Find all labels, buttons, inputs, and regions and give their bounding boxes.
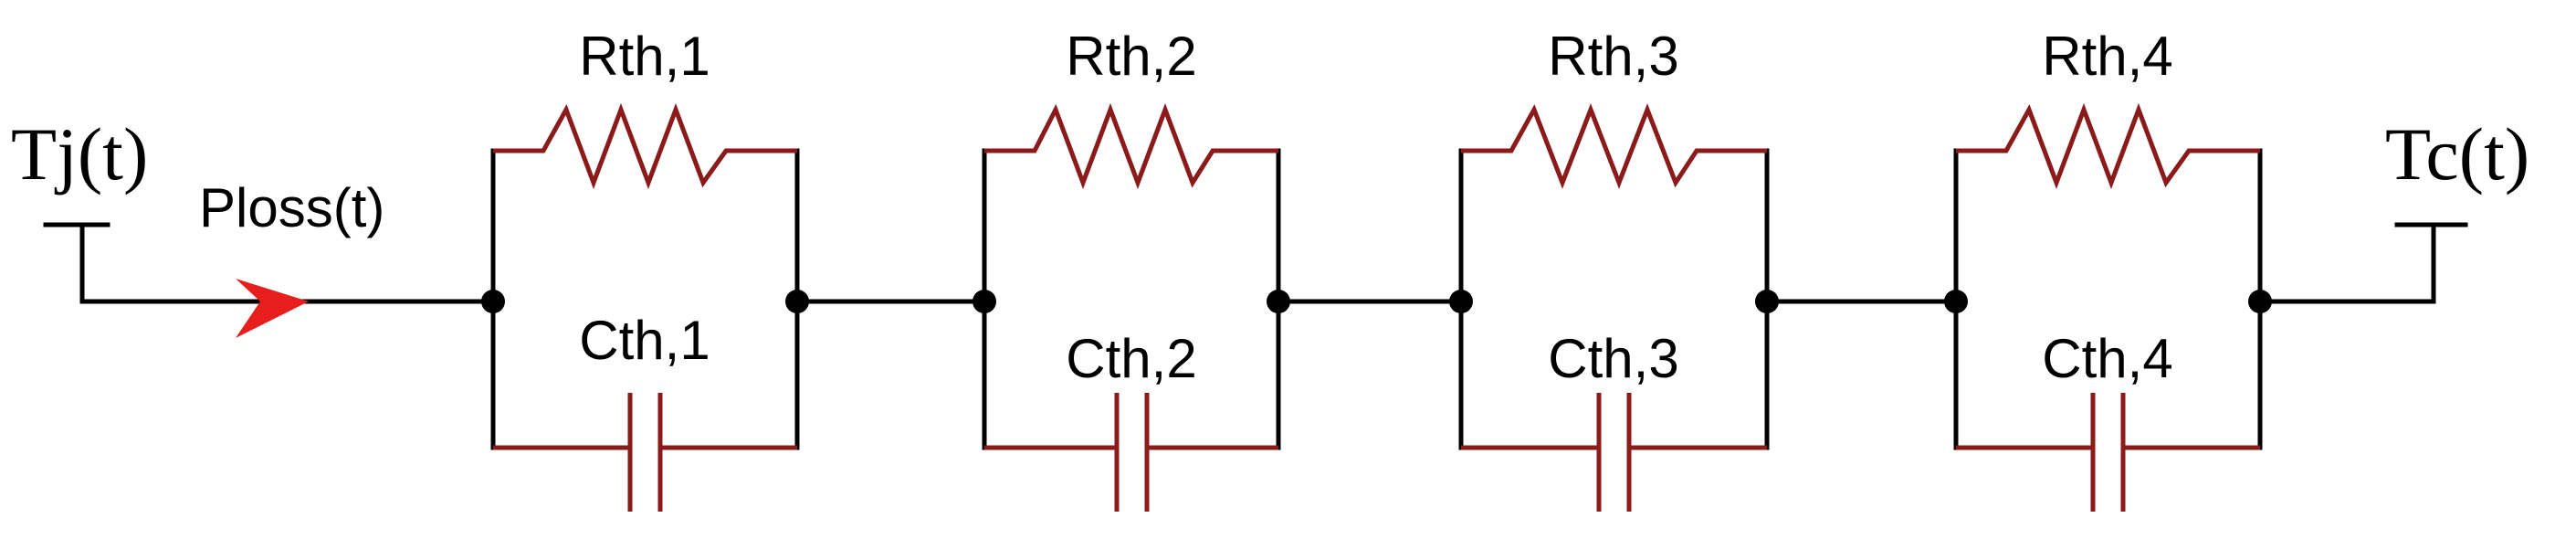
resistor-label: Rth,3 <box>1548 26 1678 87</box>
capacitor-icon <box>984 393 1278 512</box>
resistor-label: Rth,1 <box>579 26 710 87</box>
capacitor-label: Cth,2 <box>1066 328 1196 389</box>
rc-stage-2: Rth,2 Cth,2 <box>973 26 1290 512</box>
resistor-label: Rth,2 <box>1066 26 1196 87</box>
node-left-dot-icon <box>1449 290 1473 313</box>
node-left-dot-icon <box>973 290 996 313</box>
node-right-dot-icon <box>785 290 809 313</box>
capacitor-label: Cth,4 <box>2042 328 2172 389</box>
resistor-icon <box>493 102 797 190</box>
rc-stage-3: Rth,3 Cth,3 <box>1449 26 1779 512</box>
capacitor-icon <box>493 393 797 512</box>
ploss-arrow-icon <box>236 279 309 338</box>
capacitor-icon <box>1956 393 2260 512</box>
ploss-label: Ploss(t) <box>199 177 384 238</box>
capacitor-label: Cth,1 <box>579 310 710 371</box>
rc-stage-4: Rth,4 Cth,4 <box>1944 26 2272 512</box>
node-right-dot-icon <box>1755 290 1779 313</box>
left-terminal-label: Tj(t) <box>11 112 148 196</box>
capacitor-label: Cth,3 <box>1548 328 1678 389</box>
node-right-dot-icon <box>2248 290 2272 313</box>
resistor-icon <box>1956 102 2260 190</box>
node-right-dot-icon <box>1267 290 1290 313</box>
rc-stage-1: Rth,1 Cth,1 <box>481 26 809 512</box>
node-left-dot-icon <box>481 290 505 313</box>
node-left-dot-icon <box>1944 290 1968 313</box>
resistor-icon <box>1461 103 1767 189</box>
right-terminal: Tc(t) <box>2257 112 2529 304</box>
resistor-icon <box>984 102 1278 190</box>
capacitor-icon <box>1461 393 1767 512</box>
right-terminal-label: Tc(t) <box>2385 112 2529 196</box>
resistor-label: Rth,4 <box>2042 26 2172 87</box>
